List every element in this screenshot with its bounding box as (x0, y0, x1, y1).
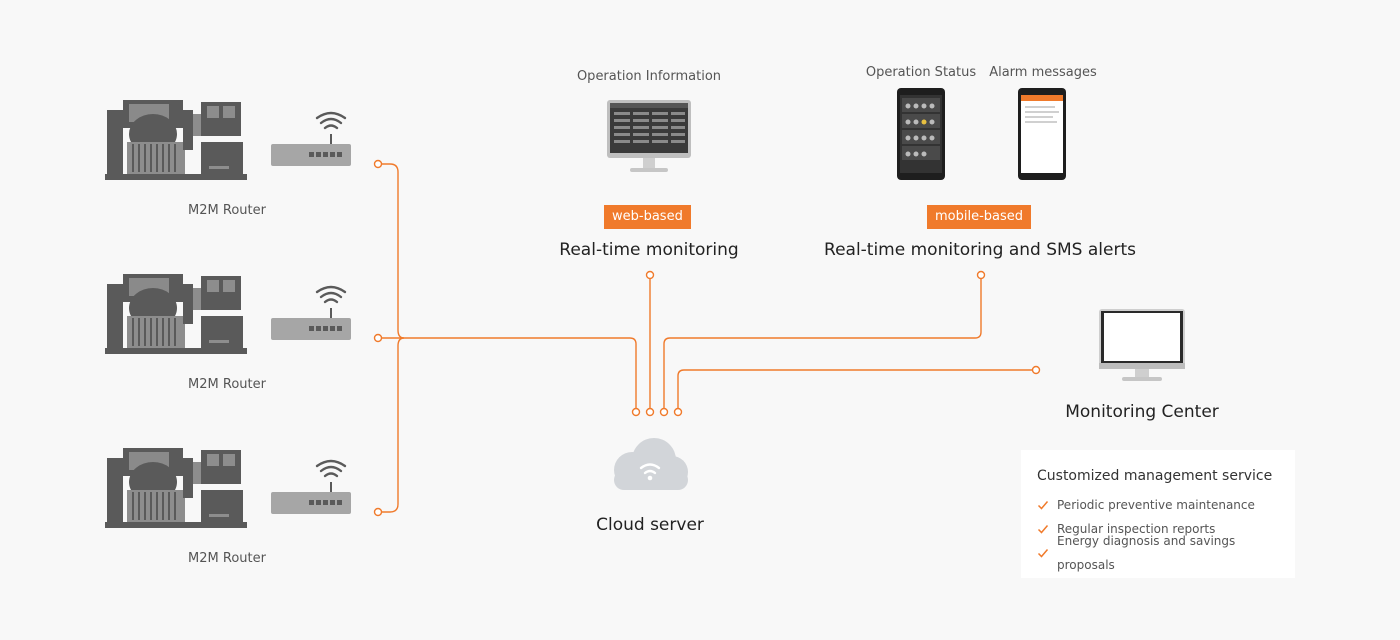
service-item: Regular inspection reports (1037, 517, 1279, 541)
node-dot (373, 333, 383, 343)
cloud-server-label: Cloud server (596, 515, 704, 535)
router-label: M2M Router (188, 203, 266, 218)
service-title: Customized management service (1037, 468, 1273, 484)
node-dot (673, 407, 683, 417)
node-dot (373, 159, 383, 169)
check-icon (1037, 525, 1049, 534)
service-item-label: Regular inspection reports (1057, 522, 1216, 536)
service-item-label: Energy diagnosis and savings proposals (1057, 534, 1236, 572)
node-dot (373, 507, 383, 517)
operation-status-label: Operation Status (865, 65, 977, 80)
web-based-tag: web-based (604, 205, 691, 229)
monitoring-center-title: Monitoring Center (1065, 402, 1219, 422)
web-monitoring-title: Real-time monitoring (559, 240, 739, 260)
node-dot (976, 270, 986, 280)
check-icon (1037, 501, 1049, 510)
service-item: Periodic preventive maintenance (1037, 493, 1279, 517)
node-dot (631, 407, 641, 417)
service-card: Customized management service Periodic p… (1021, 450, 1295, 578)
router-label: M2M Router (188, 377, 266, 392)
operation-information-label: Operation Information (576, 69, 722, 84)
check-icon (1037, 549, 1049, 558)
mobile-based-tag: mobile-based (927, 205, 1032, 229)
service-item-label: Periodic preventive maintenance (1057, 498, 1255, 512)
alarm-messages-label: Alarm messages (989, 65, 1097, 80)
router-label: M2M Router (188, 551, 266, 566)
node-dot (1031, 365, 1041, 375)
mobile-to-cloud-line (663, 279, 982, 408)
node-dot (645, 407, 655, 417)
mobile-monitoring-title: Real-time monitoring and SMS alerts (824, 240, 1136, 260)
center-to-cloud-line (677, 369, 1032, 408)
node-dot (645, 270, 655, 280)
router-to-cloud-line (382, 337, 637, 408)
node-dot (659, 407, 669, 417)
service-item: Energy diagnosis and savings proposals (1037, 534, 1279, 572)
